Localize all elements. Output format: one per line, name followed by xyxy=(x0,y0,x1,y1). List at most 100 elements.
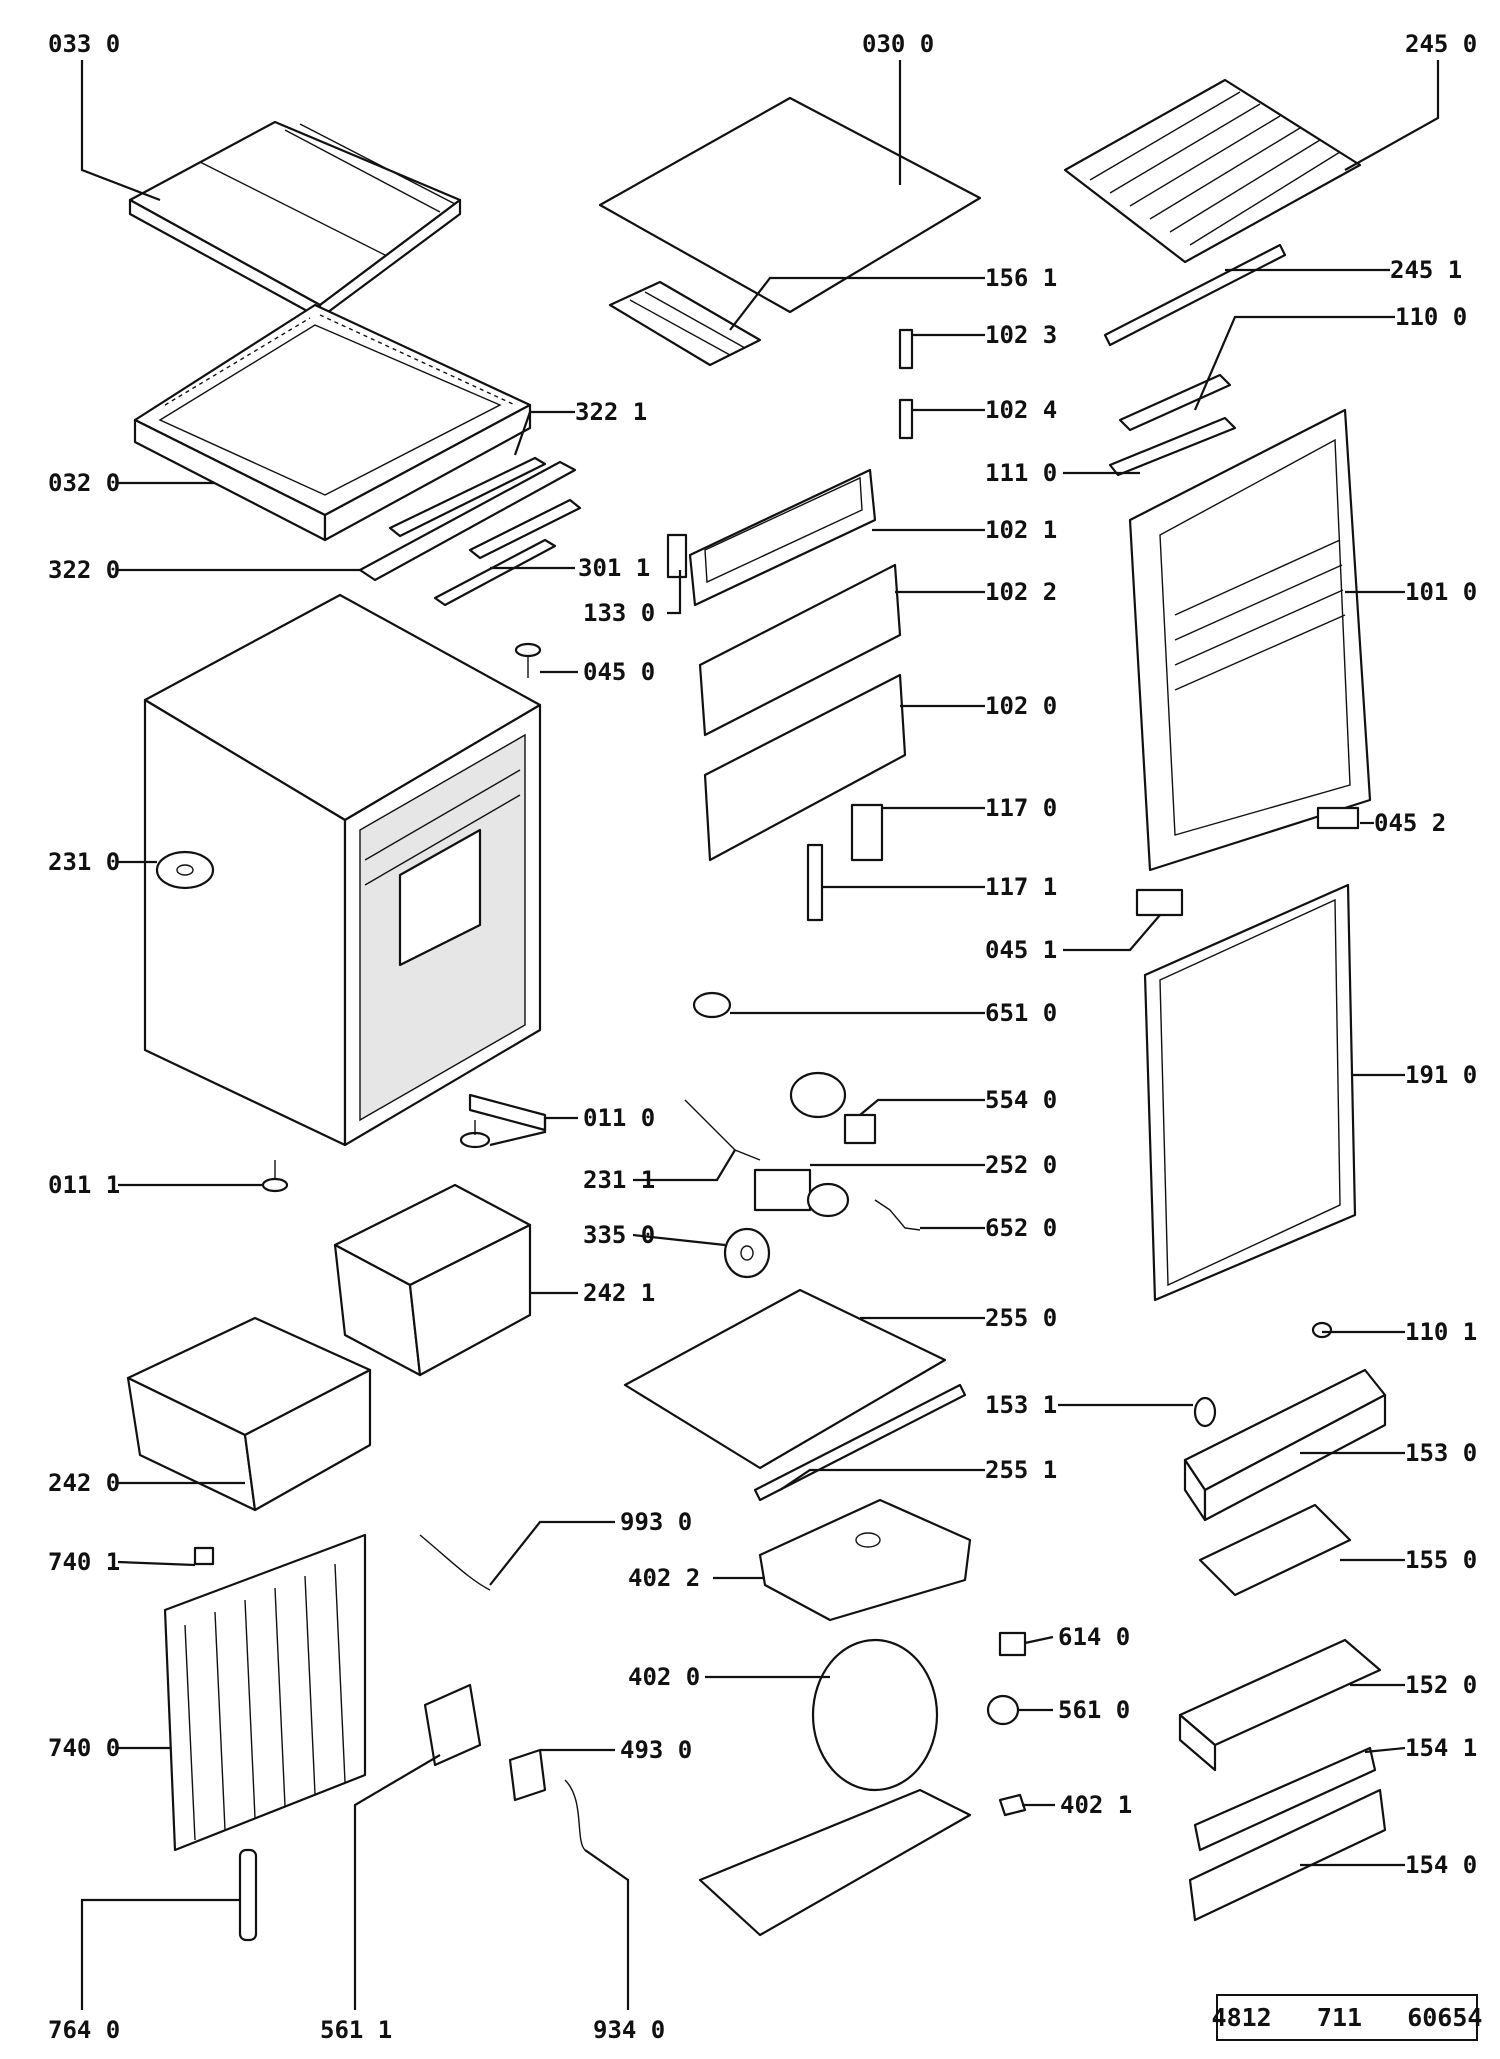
callout-5611: 561 1 xyxy=(320,2016,392,2044)
leader-3221 xyxy=(513,410,575,456)
callout-3011: 301 1 xyxy=(578,554,650,582)
callout-1550: 155 0 xyxy=(1405,1546,1477,1574)
callout-2450: 245 0 xyxy=(1405,30,1477,58)
callout-2550: 255 0 xyxy=(985,1304,1057,1332)
trim-strips-part xyxy=(358,456,582,607)
callout-3220: 322 0 xyxy=(48,556,120,584)
callout-3350: 335 0 xyxy=(583,1221,655,1249)
compressor-part xyxy=(419,1534,1027,1937)
callout-0300: 030 0 xyxy=(862,30,934,58)
callout-7640: 764 0 xyxy=(48,2016,120,2044)
callout-1022: 102 2 xyxy=(985,578,1057,606)
callout-2451: 245 1 xyxy=(1390,256,1462,284)
callout-1023: 102 3 xyxy=(985,321,1057,349)
callout-2310: 231 0 xyxy=(48,848,120,876)
callout-4022: 402 2 xyxy=(628,1564,700,1592)
leader-7640 xyxy=(80,1898,240,2010)
callout-1024: 102 4 xyxy=(985,396,1057,424)
callout-4021: 402 1 xyxy=(1060,1791,1132,1819)
callout-0451: 045 1 xyxy=(985,936,1057,964)
fridge-door-part xyxy=(1128,408,1372,917)
leader-5540 xyxy=(859,1098,985,1116)
wire-shelf-part xyxy=(1063,78,1362,477)
callout-5540: 554 0 xyxy=(985,1086,1057,1114)
callout-0110: 011 0 xyxy=(583,1104,655,1132)
callout-0111: 011 1 xyxy=(48,1171,120,1199)
relay-parts xyxy=(423,1683,586,1851)
ice-tray-part xyxy=(608,280,762,367)
callout-7400: 740 0 xyxy=(48,1734,120,1762)
callout-5610: 561 0 xyxy=(1058,1696,1130,1724)
callout-0320: 032 0 xyxy=(48,469,120,497)
callout-4930: 493 0 xyxy=(620,1736,692,1764)
callout-0330: 033 0 xyxy=(48,30,120,58)
callout-1910: 191 0 xyxy=(1405,1061,1477,1089)
leader-0110 xyxy=(489,1116,578,1147)
leader-7401 xyxy=(117,1560,196,1567)
top-cover-part xyxy=(128,120,462,320)
leader-1330 xyxy=(667,570,682,615)
callout-1110: 111 0 xyxy=(985,459,1057,487)
leader-9340 xyxy=(584,1849,630,2010)
condenser-part xyxy=(163,1533,367,1852)
callout-0452: 045 2 xyxy=(1374,809,1446,837)
leader-1100 xyxy=(1193,315,1395,411)
callout-4020: 402 0 xyxy=(628,1663,700,1691)
leader-lines xyxy=(80,60,1440,2010)
callout-6510: 651 0 xyxy=(985,999,1057,1027)
document-number-box: 4812 711 60654 xyxy=(1212,1994,1482,2041)
callout-1100: 110 0 xyxy=(1395,303,1467,331)
leader-6140 xyxy=(1024,1635,1054,1645)
hinge-screw-part xyxy=(514,642,542,678)
callout-1021: 102 1 xyxy=(985,516,1057,544)
callout-1170: 117 0 xyxy=(985,794,1057,822)
lower-shelf-part xyxy=(623,1288,967,1502)
part-drawings xyxy=(126,78,1387,1942)
callout-9340: 934 0 xyxy=(593,2016,665,2044)
adjustable-feet-part xyxy=(261,1093,547,1193)
leader-9930 xyxy=(489,1520,615,1586)
callout-1530: 153 0 xyxy=(1405,1439,1477,1467)
callout-labels: 033 0 030 0 245 0 156 1 245 1 102 3 110 … xyxy=(48,30,1477,2044)
callout-2520: 252 0 xyxy=(985,1151,1057,1179)
callout-1540: 154 0 xyxy=(1405,1851,1477,1879)
callout-2311: 231 1 xyxy=(583,1166,655,1194)
callout-2551: 255 1 xyxy=(985,1456,1057,1484)
callout-1010: 101 0 xyxy=(1405,578,1477,606)
leader-3350 xyxy=(632,1233,726,1247)
callout-1541: 154 1 xyxy=(1405,1734,1477,1762)
door-gasket-part xyxy=(1143,883,1357,1302)
callout-3221: 322 1 xyxy=(575,398,647,426)
leader-1541 xyxy=(1364,1746,1406,1754)
callout-1330: 133 0 xyxy=(583,599,655,627)
callout-1561: 156 1 xyxy=(985,264,1057,292)
callout-1171: 117 1 xyxy=(985,873,1057,901)
callout-1020: 102 0 xyxy=(985,692,1057,720)
callout-6520: 652 0 xyxy=(985,1214,1057,1242)
leader-0330 xyxy=(80,60,161,202)
crisper-boxes-part xyxy=(126,1183,532,1512)
door-shelves-part xyxy=(1178,1321,1387,1922)
leader-5611 xyxy=(353,1754,441,2010)
electrical-components-part xyxy=(684,991,921,1279)
filter-drier-part xyxy=(238,1848,258,1942)
callout-1520: 152 0 xyxy=(1405,1671,1477,1699)
callout-2420: 242 0 xyxy=(48,1469,120,1497)
leader-2551 xyxy=(779,1468,985,1491)
leader-2311 xyxy=(633,1149,736,1182)
leader-2450 xyxy=(1344,60,1440,171)
callout-0450: 045 0 xyxy=(583,658,655,686)
compressor-cover-part xyxy=(758,1498,972,1622)
callout-9930: 993 0 xyxy=(620,1508,692,1536)
cabinet-part xyxy=(143,593,542,1147)
glass-shelf-part xyxy=(598,96,982,314)
callout-7401: 740 1 xyxy=(48,1548,120,1576)
leader-1561 xyxy=(729,276,985,331)
leader-0451 xyxy=(1063,914,1161,952)
callout-1101: 110 1 xyxy=(1405,1318,1477,1346)
callout-1531: 153 1 xyxy=(985,1391,1057,1419)
freezer-tray-part xyxy=(133,303,532,542)
callout-6140: 614 0 xyxy=(1058,1623,1130,1651)
freezer-door-parts xyxy=(666,328,914,922)
